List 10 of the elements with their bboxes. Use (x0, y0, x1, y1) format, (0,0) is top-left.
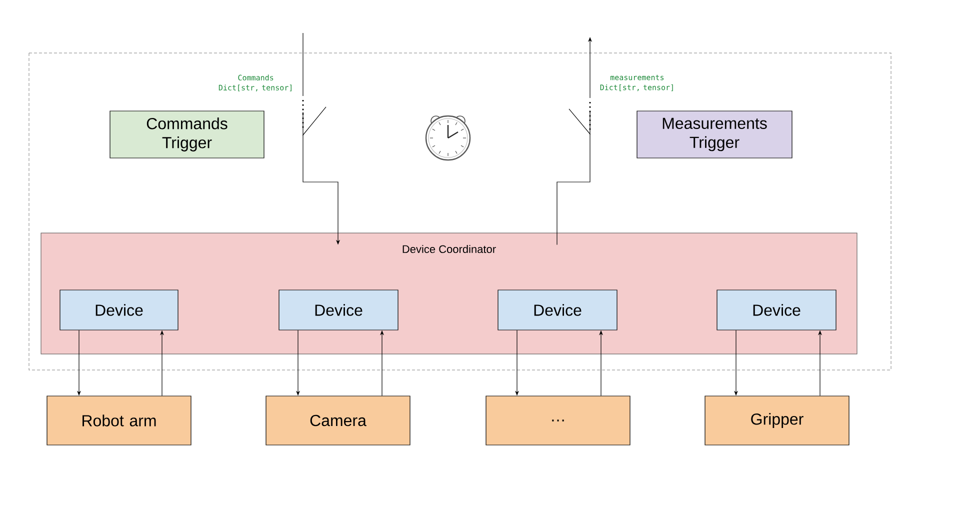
hardware-box: … (486, 396, 630, 446)
device-box: Device (498, 290, 618, 330)
trigger-box: Commands Trigger (110, 110, 264, 158)
device-box: Device (60, 290, 178, 330)
device-box: Device (716, 290, 836, 330)
hardware-box: Gripper (704, 396, 850, 446)
hardware-box: Robot arm (46, 396, 192, 446)
device-box: Device (278, 290, 398, 330)
hardware-box: Camera (266, 396, 410, 446)
trigger-box: Measurements Trigger (636, 110, 792, 158)
